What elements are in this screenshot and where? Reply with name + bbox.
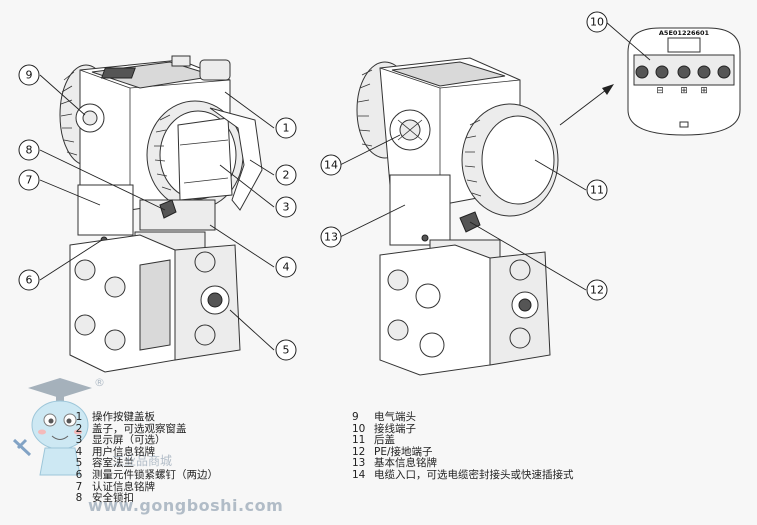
rear-cover [481,115,555,205]
terminal-symbol: ⊟ [656,86,664,96]
svg-text:2: 2 [283,169,290,182]
base-plate [389,174,451,246]
terminal-detail: A5E01226601 ⊟ ⊞ ⊞ [627,27,741,136]
display-window [177,117,233,201]
callout-13: 13 [320,226,342,248]
detail-arrow [559,84,614,126]
terminal-symbol: ⊞ [700,86,708,96]
leader-lines [39,21,651,351]
svg-text:6: 6 [26,274,33,287]
rear-process-flange [379,244,551,376]
callout-7: 7 [18,169,40,191]
transmitter-rear-illustration [356,57,559,376]
terminal-symbol: ⊞ [680,86,688,96]
svg-text:3: 3 [283,201,290,214]
terminal-screw [635,65,649,79]
watermark-mascot [12,378,92,476]
callout-2: 2 [275,164,297,186]
svg-text:4: 4 [283,261,290,274]
callout-11: 11 [586,179,608,201]
user-plate [139,199,216,231]
hinged-cover [209,107,263,211]
callout-9: 9 [18,64,40,86]
watermark-url: www.gongboshi.com [88,496,284,515]
svg-text:12: 12 [590,284,604,297]
svg-text:7: 7 [26,174,33,187]
approval-plate [77,184,134,236]
svg-text:5: 5 [283,344,290,357]
terminal-screw [697,65,711,79]
callout-8: 8 [18,139,40,161]
svg-text:10: 10 [590,16,604,29]
top-cable-gland [199,59,231,81]
callout-10: 10 [586,11,608,33]
svg-text:14: 14 [324,159,338,172]
transmitter-front-illustration [59,55,263,373]
svg-text:8: 8 [26,144,33,157]
terminal-serial: A5E01226601 [659,29,710,37]
svg-text:1: 1 [283,122,290,135]
terminal-screw [677,65,691,79]
svg-text:9: 9 [26,69,33,82]
safety-latch [159,199,177,219]
callout-4: 4 [275,256,297,278]
callout-3: 3 [275,196,297,218]
callout-14: 14 [320,154,342,176]
watermark-brand: 工业品商城 [112,454,173,468]
svg-text:11: 11 [590,184,604,197]
callout-1: 1 [275,117,297,139]
callout-6: 6 [18,269,40,291]
svg-text:13: 13 [324,231,338,244]
terminal-screw [655,65,669,79]
watermark-registered: ® [94,376,105,389]
terminal-screw [717,65,731,79]
callout-5: 5 [275,339,297,361]
process-flange [69,234,241,373]
callout-12: 12 [586,279,608,301]
